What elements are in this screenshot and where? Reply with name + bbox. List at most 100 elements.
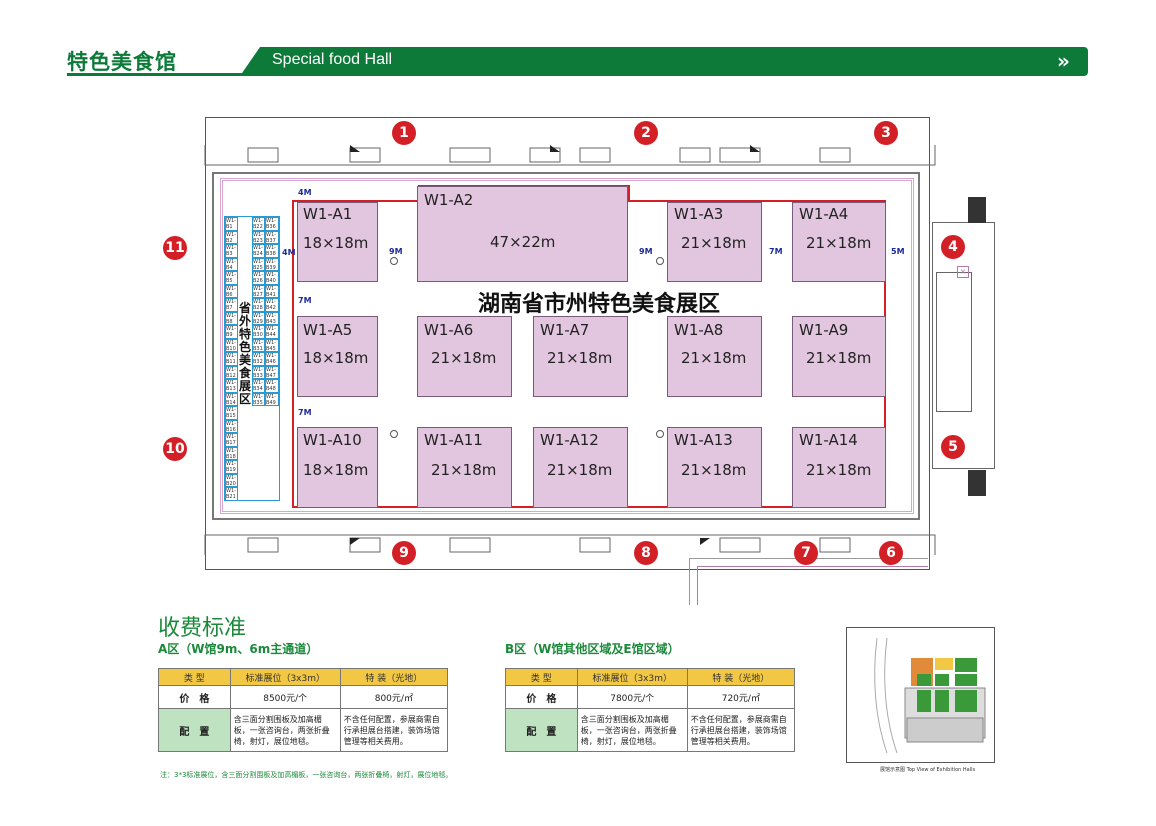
config-special: 不含任何配置，参展商需自行承担展台搭建，装饰场馆管理等相关费用。 [686, 708, 796, 752]
b-booth-cell[interactable]: W1-B10 [225, 338, 238, 352]
b-booth-cell[interactable]: W1-B9 [225, 325, 238, 339]
b-booth-cell[interactable]: W1-B42 [265, 298, 279, 312]
b-booth-cell[interactable]: W1-B41 [265, 284, 279, 298]
minimap-caption-cn: 展馆示意图 [880, 767, 906, 773]
b-booth-cell[interactable]: W1-B2 [225, 230, 238, 244]
booth-w1-a2[interactable]: W1-A2 47×22m [417, 186, 628, 282]
b-booth-cell[interactable]: W1-B27 [252, 284, 265, 298]
gate-11-badge[interactable]: 11 [163, 236, 187, 260]
a-zone-title: A区（W馆9m、6m主通道） [158, 642, 319, 656]
b-booth-cell[interactable]: W1-B25 [252, 257, 265, 271]
price-special: 800元/㎡ [339, 685, 449, 709]
b-booth-cell[interactable]: W1-B12 [225, 365, 238, 379]
b-booth-cell[interactable]: W1-B28 [252, 298, 265, 312]
booth-w1-a3[interactable]: W1-A3 21×18m [667, 202, 762, 282]
booth-size: 21×18m [806, 234, 872, 252]
b-booth-cell[interactable]: W1-B46 [265, 352, 279, 366]
booth-w1-a14[interactable]: W1-A14 21×18m [792, 427, 886, 508]
gate-8-badge[interactable]: 8 [634, 541, 658, 565]
distance-label: 7M [769, 247, 783, 256]
b-booth-cell[interactable]: W1-B13 [225, 379, 238, 393]
b-booth-cell[interactable]: W1-B36 [265, 217, 279, 231]
venue-minimap[interactable] [846, 627, 995, 763]
booth-w1-a11[interactable]: W1-A11 21×18m [417, 427, 512, 508]
gate-6-badge[interactable]: 6 [879, 541, 903, 565]
b-booth-cell[interactable]: W1-B33 [252, 365, 265, 379]
b-booth-cell[interactable]: W1-B44 [265, 325, 279, 339]
booth-w1-a8[interactable]: W1-A8 21×18m [667, 316, 762, 397]
gate-4-badge[interactable]: 4 [941, 235, 965, 259]
booth-w1-a9[interactable]: W1-A9 21×18m [792, 316, 886, 397]
fee-note: 注：3*3标准展位，含三面分割围板及加高楣板，一张咨询台，两张折叠椅，射灯，展位… [160, 771, 453, 779]
b-booth-cell[interactable]: W1-B3 [225, 244, 238, 258]
double-chevron-right-icon[interactable]: » [1057, 49, 1070, 73]
b-booth-cell[interactable]: W1-B40 [265, 271, 279, 285]
header-bar [240, 47, 1088, 76]
gate-9-badge[interactable]: 9 [392, 541, 416, 565]
b-booth-cell[interactable]: W1-B45 [265, 338, 279, 352]
b-booth-cell[interactable]: W1-B20 [225, 473, 238, 487]
pillar-icon [656, 257, 664, 265]
booth-w1-a7[interactable]: W1-A7 21×18m [533, 316, 628, 397]
booth-w1-a13[interactable]: W1-A13 21×18m [667, 427, 762, 508]
b-booth-cell[interactable]: W1-B39 [265, 257, 279, 271]
booth-size: 21×18m [806, 349, 872, 367]
booth-w1-a10[interactable]: W1-A10 18×18m [297, 427, 378, 508]
booth-w1-a5[interactable]: W1-A5 18×18m [297, 316, 378, 397]
b-booth-cell[interactable]: W1-B29 [252, 311, 265, 325]
b-booth-cell[interactable]: W1-B15 [225, 406, 238, 420]
b-booth-cell[interactable]: W1-B34 [252, 379, 265, 393]
booth-size: 21×18m [431, 461, 497, 479]
b-booth-cell[interactable]: W1-B38 [265, 244, 279, 258]
b-booth-cell[interactable]: W1-B18 [225, 446, 238, 460]
b-booth-cell[interactable]: W1-B11 [225, 352, 238, 366]
minimap-drawing [874, 637, 986, 754]
distance-label: 7M [298, 296, 312, 305]
b-booth-cell[interactable]: W1-B37 [265, 230, 279, 244]
b-booth-cell[interactable]: W1-B16 [225, 419, 238, 433]
b-booth-cell[interactable]: W1-B48 [265, 379, 279, 393]
b-booth-cell[interactable]: W1-B30 [252, 325, 265, 339]
b-booth-cell[interactable]: W1-B22 [252, 217, 265, 231]
b-booth-cell[interactable]: W1-B17 [225, 433, 238, 447]
booth-size: 21×18m [681, 234, 747, 252]
booth-w1-a1[interactable]: W1-A1 18×18m [297, 202, 378, 282]
gate-5-badge[interactable]: 5 [941, 435, 965, 459]
gate-3-badge[interactable]: 3 [874, 121, 898, 145]
gate-7-badge[interactable]: 7 [794, 541, 818, 565]
b-booth-cell[interactable]: W1-B7 [225, 298, 238, 312]
booth-w1-a12[interactable]: W1-A12 21×18m [533, 427, 628, 508]
booth-w1-a4[interactable]: W1-A4 21×18m [792, 202, 886, 282]
col-header: 标准展位（3x3m） [229, 668, 341, 686]
gate-10-badge[interactable]: 10 [163, 437, 187, 461]
b-booth-cell[interactable]: W1-B19 [225, 460, 238, 474]
b-booth-cell[interactable]: W1-B21 [225, 487, 238, 501]
booth-w1-a6[interactable]: W1-A6 21×18m [417, 316, 512, 397]
gate-1-badge[interactable]: 1 [392, 121, 416, 145]
b-booth-cell[interactable]: W1-B31 [252, 338, 265, 352]
b-booth-cell[interactable]: W1-B14 [225, 392, 238, 406]
b-booth-cell[interactable]: W1-B32 [252, 352, 265, 366]
pillar-icon [656, 430, 664, 438]
b-booth-cell[interactable]: W1-B43 [265, 311, 279, 325]
b-booth-cell[interactable]: W1-B8 [225, 311, 238, 325]
b-booth-cell[interactable]: W1-B26 [252, 271, 265, 285]
b-booth-cell[interactable]: W1-B49 [265, 392, 279, 406]
b-booth-cell[interactable]: W1-B1 [225, 217, 238, 231]
b-booth-cell[interactable]: W1-B4 [225, 257, 238, 271]
booth-code: W1-A2 [424, 191, 474, 209]
b-booth-cell[interactable]: W1-B47 [265, 365, 279, 379]
b-booth-cell[interactable]: W1-B23 [252, 230, 265, 244]
cross-marker-icon: × [957, 266, 969, 278]
b-booth-cell[interactable]: W1-B24 [252, 244, 265, 258]
b-booth-cell[interactable]: W1-B35 [252, 392, 265, 406]
minimap-caption-en: Top View of Exhibition Halls [906, 767, 976, 773]
b-booth-cell[interactable]: W1-B5 [225, 271, 238, 285]
distance-label: 9M [389, 247, 403, 256]
booth-size: 21×18m [681, 349, 747, 367]
distance-label: 9M [639, 247, 653, 256]
b-booth-cell[interactable]: W1-B6 [225, 284, 238, 298]
gate-2-badge[interactable]: 2 [634, 121, 658, 145]
